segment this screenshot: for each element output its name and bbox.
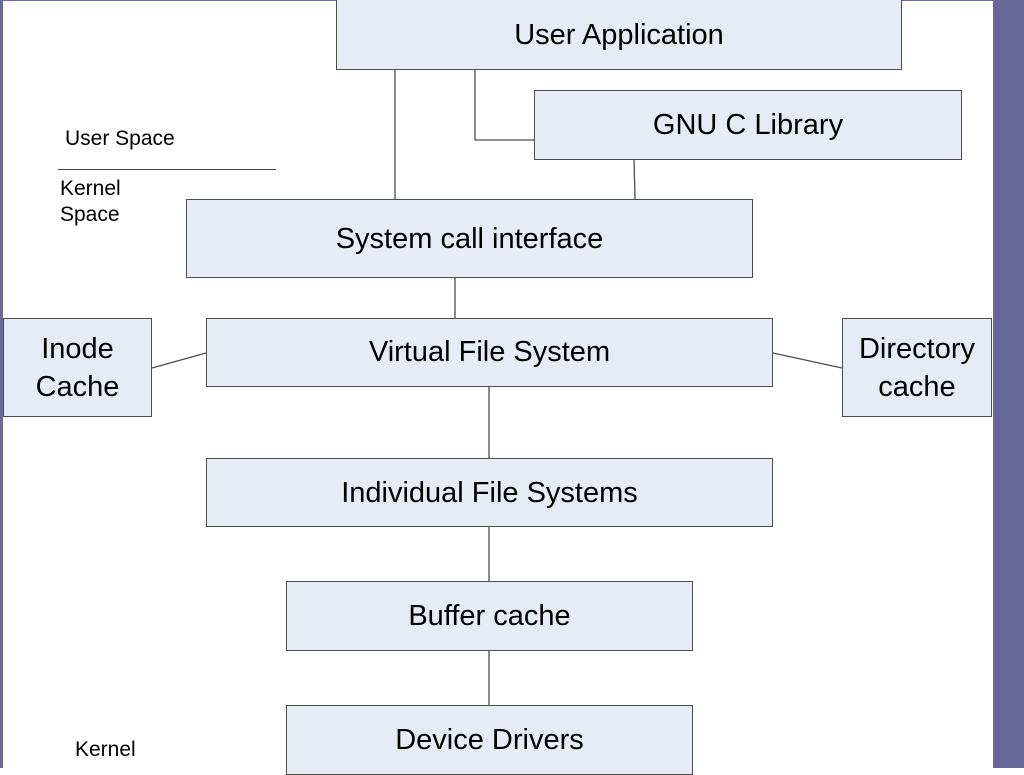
node-virtual-file-system-label: Virtual File System	[368, 336, 611, 368]
node-device-drivers: Device Drivers	[286, 705, 693, 775]
kernel-bottom-label: Kernel	[75, 738, 136, 761]
node-individual-file-systems-label: Individual File Systems	[341, 476, 638, 509]
node-gnu-c-library: GNU C Library	[534, 90, 962, 160]
node-buffer-cache: Buffer cache	[286, 581, 693, 651]
node-user-application: User Application	[336, 0, 902, 70]
node-gnu-c-library-label: GNU C Library	[652, 109, 844, 141]
node-system-call-interface: System call interface	[186, 199, 753, 278]
node-individual-file-systems: Individual File Systems	[206, 458, 773, 527]
kernel-space-label-line2: Space	[60, 203, 120, 226]
node-virtual-file-system: Virtual File System	[206, 318, 773, 387]
node-user-application-label: User Application	[514, 18, 724, 51]
kernel-space-label: Kernel Space	[60, 176, 121, 228]
node-directory-cache-label-line2: cache	[878, 370, 956, 403]
edge-glibc-syscall	[633, 158, 636, 200]
slide-frame-left	[0, 0, 3, 768]
edge-vfs-dircache	[772, 352, 843, 369]
node-buffer-cache-label: Buffer cache	[408, 600, 571, 632]
node-inode-cache-label-line2: Cache	[35, 370, 120, 403]
node-directory-cache-label-line1: Directory	[858, 332, 975, 365]
kernel-space-label-line1: Kernel	[60, 177, 121, 200]
edge-vfs-inode	[151, 352, 207, 369]
node-inode-cache: Inode Cache	[3, 318, 152, 417]
edge-userapp-glibc	[474, 69, 534, 141]
user-space-label: User Space	[65, 127, 175, 150]
node-inode-cache-label-line1: Inode	[41, 332, 114, 365]
node-system-call-interface-label: System call interface	[335, 222, 604, 255]
node-device-drivers-label: Device Drivers	[395, 724, 584, 756]
slide-frame-right	[993, 0, 1024, 768]
node-directory-cache: Directory cache	[842, 318, 992, 417]
user-kernel-divider	[58, 169, 276, 170]
